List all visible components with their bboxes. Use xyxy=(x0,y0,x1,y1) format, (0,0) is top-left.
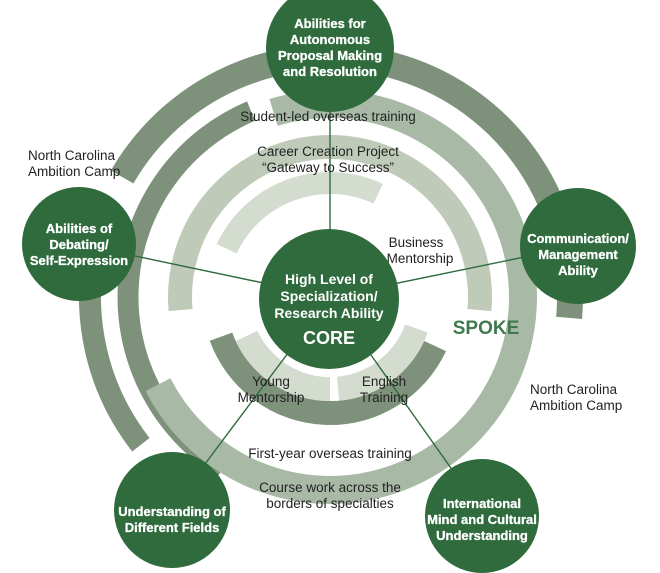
young-mentorship-label-line2: Mentorship xyxy=(238,390,305,405)
node-bottom-right-text-2: Mind and Cultural xyxy=(427,512,537,527)
node-right-circle xyxy=(520,188,636,304)
course-work-label-line1: Course work across the xyxy=(259,480,401,495)
node-top-text-2: Autonomous xyxy=(290,32,370,47)
career-creation-label-line2: “Gateway to Success” xyxy=(262,160,394,175)
core-text-line3: Research Ability xyxy=(274,305,383,321)
node-right-text-2: Management xyxy=(538,247,618,262)
ring-arc-innermost-bottom-right xyxy=(336,324,428,401)
node-left-circle xyxy=(22,187,136,301)
node-top-text-4: and Resolution xyxy=(283,64,377,79)
core-node: High Level of Specialization/ Research A… xyxy=(259,229,399,369)
north-carolina-camp-left-line1: North Carolina xyxy=(28,148,116,163)
node-bottom-left-text-2: Different Fields xyxy=(125,520,220,535)
node-bottom-left-circle xyxy=(114,452,230,568)
ring-arc-mid-main xyxy=(145,90,537,504)
node-left-text-2: Debating/ xyxy=(49,237,109,252)
node-top-text-1: Abilities for xyxy=(294,16,366,31)
english-training-label-line1: English xyxy=(362,374,406,389)
north-carolina-camp-right-line2: Ambition Camp xyxy=(530,398,622,413)
north-carolina-camp-left-line2: Ambition Camp xyxy=(28,164,120,179)
node-right-text-3: Ability xyxy=(558,263,598,278)
spoke-label: SPOKE xyxy=(453,318,520,339)
ring-arc-mid-bottom xyxy=(209,332,447,425)
node-bottom-left-text-1: Understanding of xyxy=(118,504,226,519)
node-top: Abilities for Autonomous Proposal Making… xyxy=(266,0,394,112)
english-training-label-line2: Training xyxy=(360,390,408,405)
business-mentorship-label-line1: Business xyxy=(389,235,444,250)
node-top-text-3: Proposal Making xyxy=(278,48,382,63)
north-carolina-camp-right-line1: North Carolina xyxy=(530,382,618,397)
business-mentorship-label-line2: Mentorship xyxy=(387,251,454,266)
first-year-training-label: First-year overseas training xyxy=(248,446,412,461)
node-bottom-right-text-1: International xyxy=(443,496,521,511)
node-bottom-left: Understanding of Different Fields xyxy=(114,452,230,568)
course-work-label-line2: borders of specialties xyxy=(266,496,394,511)
node-left: Abilities of Debating/ Self-Expression xyxy=(22,187,136,301)
student-led-training-label: Student-led overseas training xyxy=(240,109,416,124)
career-creation-label-line1: Career Creation Project xyxy=(257,144,399,159)
core-text-line2: Specialization/ xyxy=(280,288,377,304)
node-left-text-3: Self-Expression xyxy=(30,253,128,268)
node-right-text-1: Communication/ xyxy=(527,231,629,246)
node-top-circle xyxy=(266,0,394,112)
node-right: Communication/ Management Ability xyxy=(520,188,636,304)
core-circle xyxy=(259,229,399,369)
node-bottom-right-text-3: Understanding xyxy=(436,528,528,543)
core-text-line1: High Level of xyxy=(285,271,373,287)
core-label: CORE xyxy=(303,328,355,348)
ring-arc-innermost-bottom-left xyxy=(235,330,331,401)
node-bottom-right: International Mind and Cultural Understa… xyxy=(425,459,539,573)
node-bottom-right-circle xyxy=(425,459,539,573)
young-mentorship-label-line1: Young xyxy=(252,374,290,389)
ring-arc-innermost-top xyxy=(216,172,383,254)
node-left-text-1: Abilities of xyxy=(46,221,113,236)
